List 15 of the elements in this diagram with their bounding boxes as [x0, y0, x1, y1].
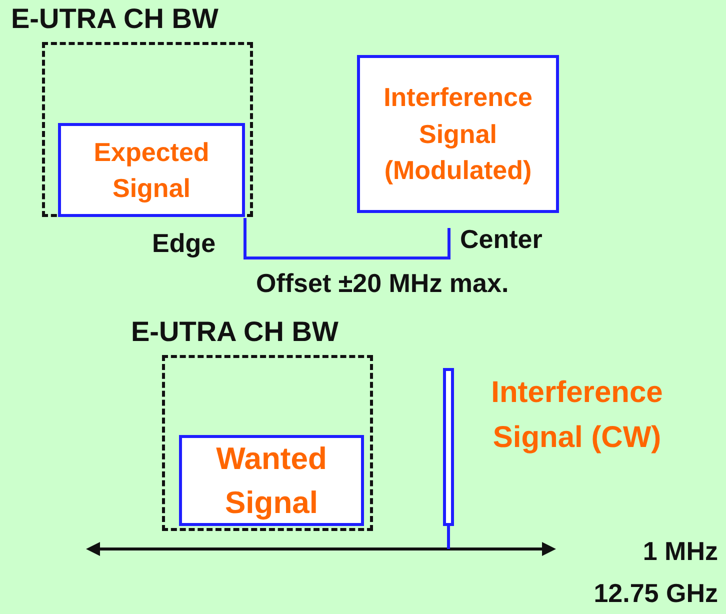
signal-box: [58, 123, 245, 217]
annotation-text: Center: [460, 224, 542, 255]
annotation-text: 12.75 GHz: [594, 578, 718, 609]
signal-bar: [443, 368, 454, 549]
annotation-text: 1 MHz: [642, 536, 718, 567]
bandwidth-heading: E-UTRA CH BW: [11, 3, 218, 35]
bandwidth-heading: E-UTRA CH BW: [131, 316, 338, 348]
signal-label: Expected Signal: [92, 136, 210, 205]
annotation-text: Edge: [152, 228, 216, 259]
signal-box: [179, 435, 364, 526]
signal-box: [357, 55, 559, 213]
signal-caption: Interference Signal (CW): [490, 375, 664, 456]
signal-label: Interference Signal (Modulated): [382, 81, 534, 188]
annotation-text: Offset ±20 MHz max.: [256, 268, 509, 299]
signal-label: Wanted Signal: [215, 440, 328, 522]
